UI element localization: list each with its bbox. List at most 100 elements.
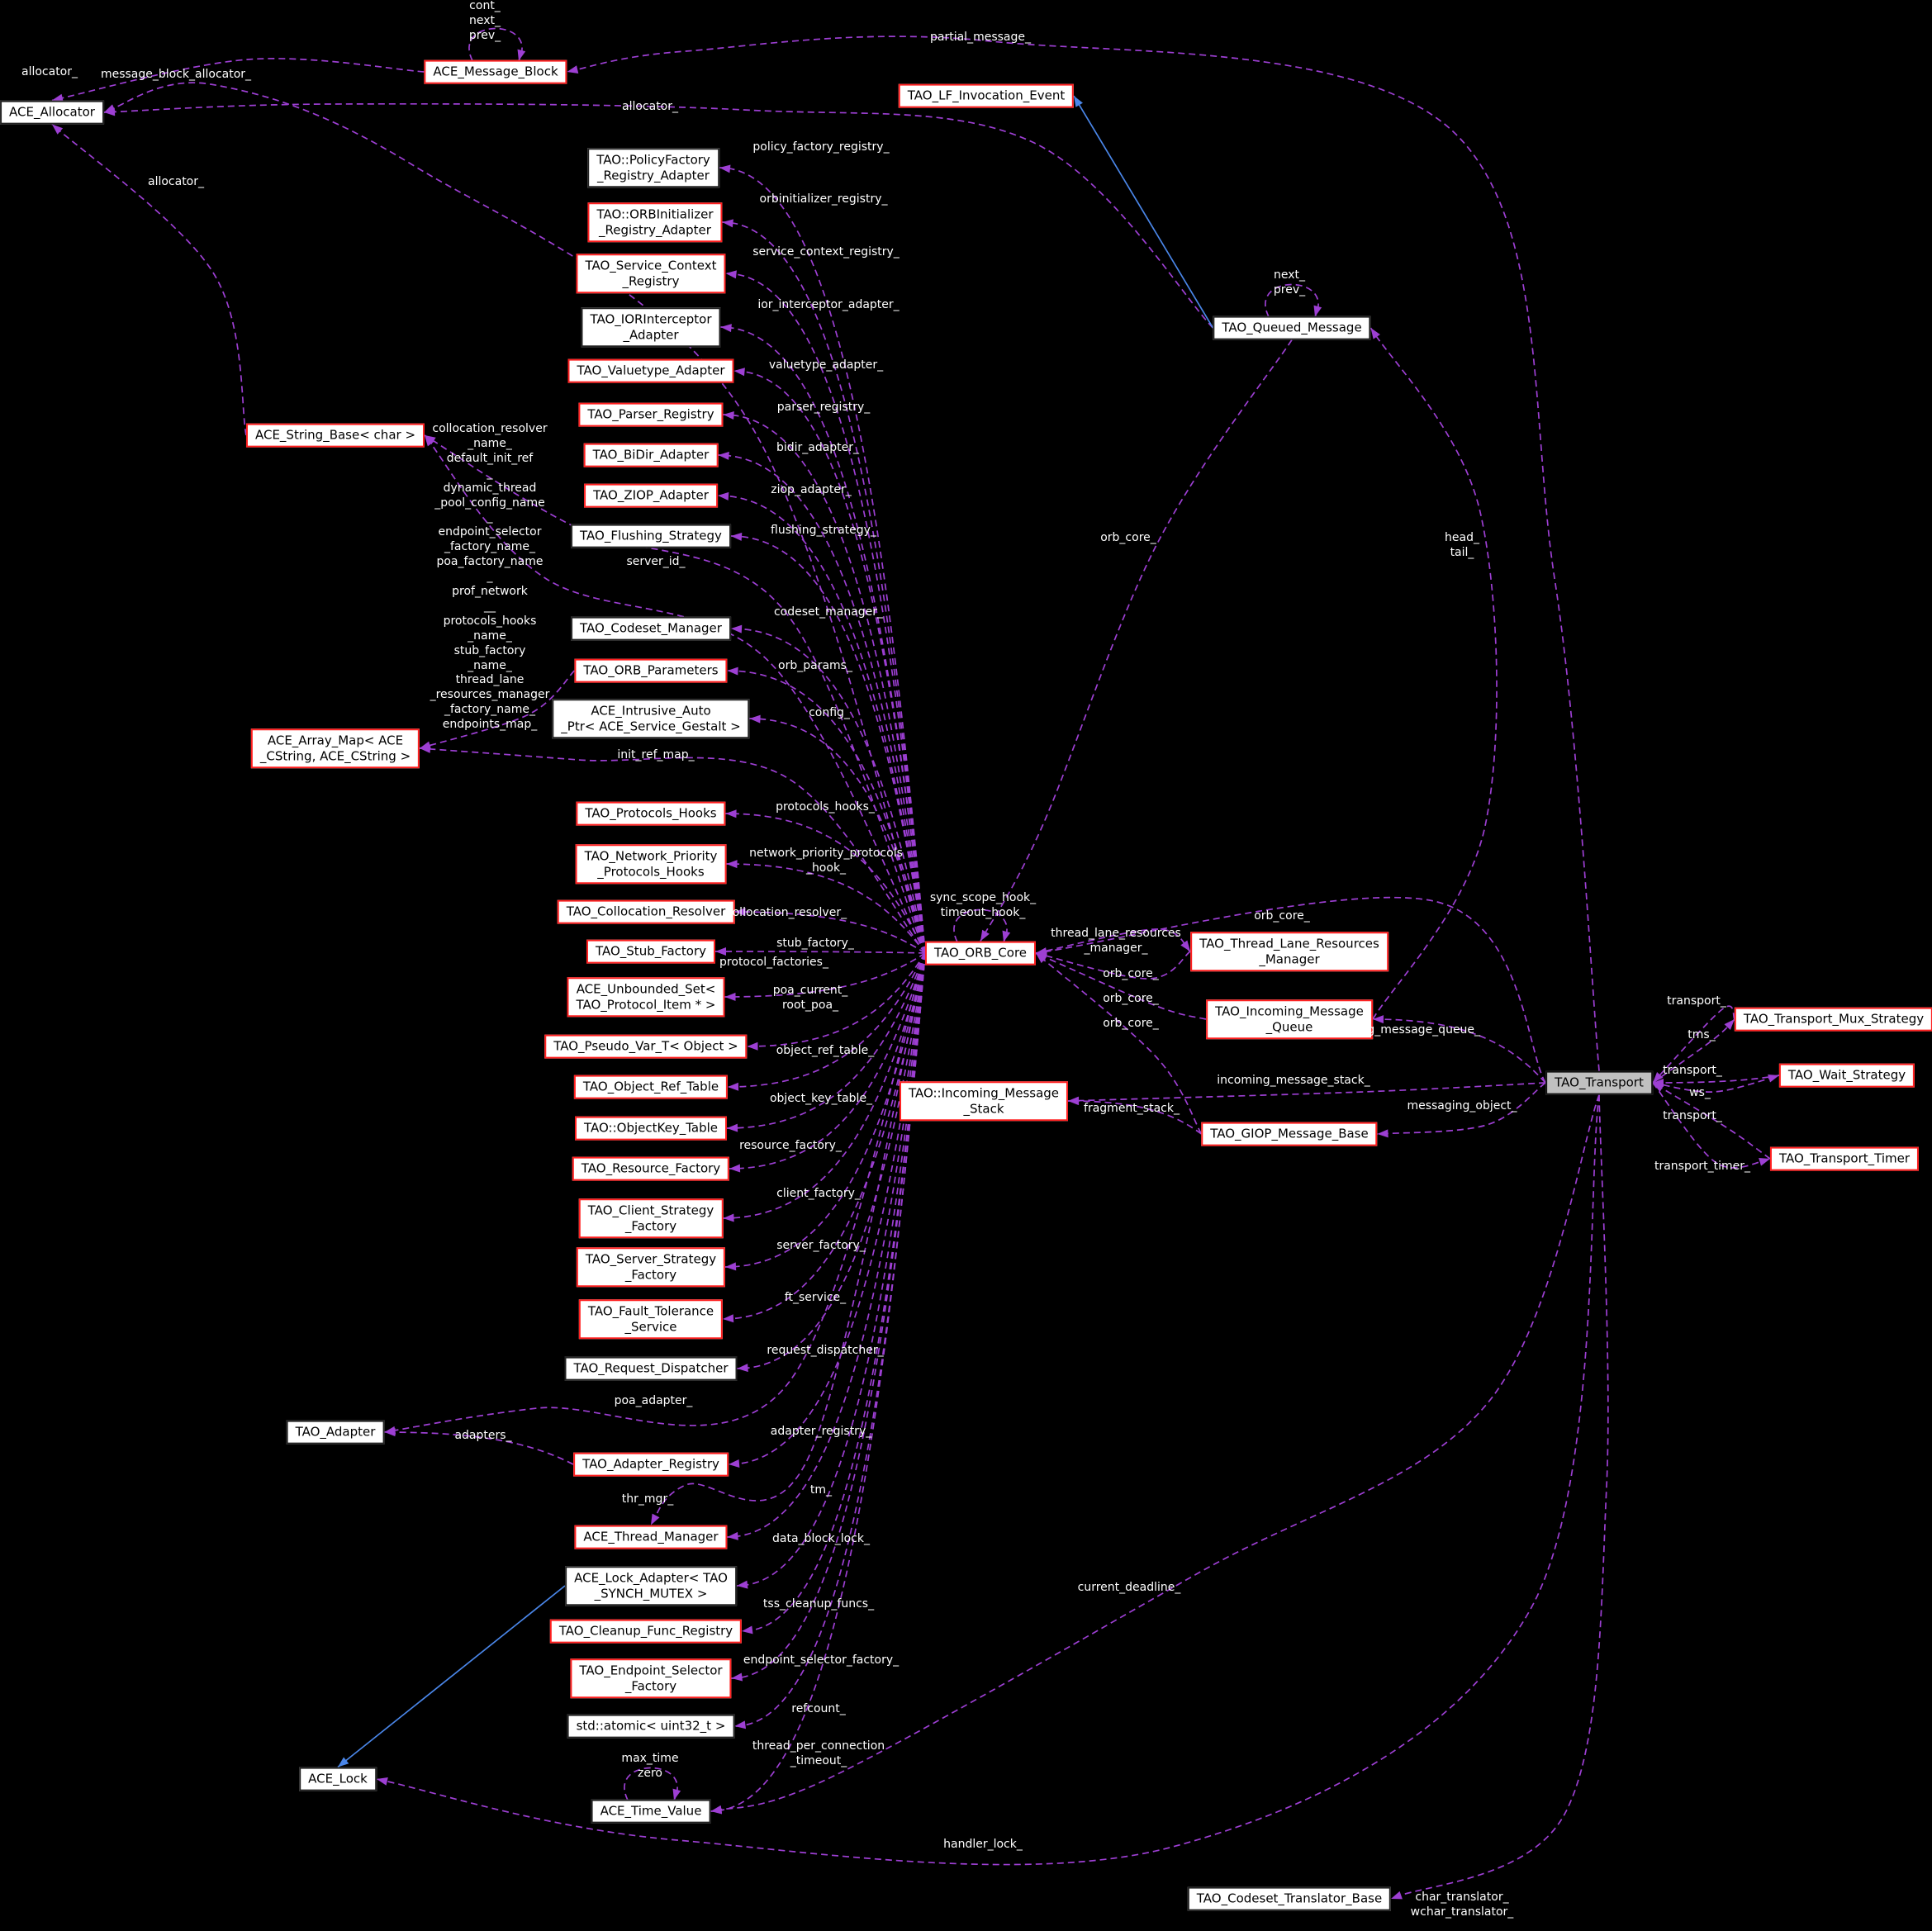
edge-orb_core_ xyxy=(1035,951,1191,980)
edge-ws_ xyxy=(1652,1075,1780,1093)
edge-label: transport_ xyxy=(1663,1109,1722,1123)
class-node-time_value[interactable]: ACE_Time_Value xyxy=(591,1799,711,1824)
class-node-thread_manager[interactable]: ACE_Thread_Manager xyxy=(574,1525,728,1549)
class-node-ace_message_block[interactable]: ACE_Message_Block xyxy=(424,59,567,84)
class-node-client_strategy[interactable]: TAO_Client_Strategy_Factory xyxy=(578,1198,724,1238)
class-node-label: TAO_Parser_Registry xyxy=(587,406,714,422)
edge-label: adapters_ xyxy=(454,1429,512,1443)
class-node-unbounded_set[interactable]: ACE_Unbounded_Set<TAO_Protocol_Item * > xyxy=(567,977,725,1017)
class-node-label: TAO_Stub_Factory xyxy=(595,943,707,959)
class-node-stub_factory[interactable]: TAO_Stub_Factory xyxy=(586,939,716,964)
edge-orb_params_ xyxy=(727,670,926,954)
edge-orb_core_ xyxy=(1035,896,1546,1084)
class-node-valuetype_adapter[interactable]: TAO_Valuetype_Adapter xyxy=(567,358,734,383)
class-node-array_map[interactable]: ACE_Array_Map< ACE_CString, ACE_CString … xyxy=(250,728,420,768)
class-node-wait_strategy[interactable]: TAO_Wait_Strategy xyxy=(1778,1063,1915,1088)
class-node-pseudo_var[interactable]: TAO_Pseudo_Var_T< Object > xyxy=(544,1034,748,1059)
class-node-label: _Registry_Adapter xyxy=(599,222,711,237)
class-node-label: TAO_GIOP_Message_Base xyxy=(1210,1126,1369,1141)
class-node-label: std::atomic< uint32_t > xyxy=(576,1718,726,1734)
edge-label: init_ref_map_ xyxy=(617,748,695,762)
edge-label: partial_message_ xyxy=(930,31,1031,45)
class-node-giop_base[interactable]: TAO_GIOP_Message_Base xyxy=(1201,1122,1378,1146)
class-node-orbinitializer[interactable]: TAO::ORBInitializer_Registry_Adapter xyxy=(587,202,723,242)
arrowhead-icon xyxy=(52,93,64,102)
class-node-tao_lf_invocation_event[interactable]: TAO_LF_Invocation_Event xyxy=(898,83,1075,108)
edge-protocol_factories_ xyxy=(724,952,926,998)
class-node-server_strategy[interactable]: TAO_Server_Strategy_Factory xyxy=(576,1247,726,1287)
class-node-transport_timer[interactable]: TAO_Transport_Timer xyxy=(1769,1146,1920,1171)
class-node-tao_adapter[interactable]: TAO_Adapter xyxy=(286,1420,385,1445)
class-node-incoming_queue[interactable]: TAO_Incoming_Message_Queue xyxy=(1206,999,1373,1039)
class-node-adapter_registry[interactable]: TAO_Adapter_Registry xyxy=(573,1452,729,1477)
class-node-protocols_hooks[interactable]: TAO_Protocols_Hooks xyxy=(576,801,726,826)
edge-allocator_ xyxy=(103,102,1214,329)
arrowhead-icon xyxy=(718,491,729,501)
class-node-orb_core[interactable]: TAO_ORB_Core xyxy=(924,941,1037,966)
edge-label: tss_cleanup_funcs_ xyxy=(762,1597,875,1611)
edge-label: bidir_adapter_ xyxy=(776,441,860,455)
arrowhead-icon xyxy=(723,1213,734,1222)
class-node-ace_lock[interactable]: ACE_Lock xyxy=(299,1767,377,1791)
arrowhead-icon xyxy=(727,1123,738,1132)
edge-thr_mgr_ xyxy=(650,952,926,1526)
class-node-transport[interactable]: TAO_Transport xyxy=(1545,1070,1653,1095)
class-node-ior_interceptor[interactable]: TAO_IORInterceptor_Adapter xyxy=(581,307,721,347)
class-node-codeset_translator[interactable]: TAO_Codeset_Translator_Base xyxy=(1187,1886,1392,1911)
edge-allocator_ xyxy=(51,123,247,436)
edge-label: client_factory_ xyxy=(776,1187,861,1201)
edge-label: orb_core_ xyxy=(1254,909,1310,923)
edge-partial_message_ xyxy=(567,36,1600,1071)
class-node-intrusive_auto_ptr[interactable]: ACE_Intrusive_Auto_Ptr< ACE_Service_Gest… xyxy=(552,699,750,738)
arrowhead-icon xyxy=(1180,940,1190,951)
class-node-thread_lane[interactable]: TAO_Thread_Lane_Resources_Manager xyxy=(1190,932,1388,971)
class-node-ziop_adapter[interactable]: TAO_ZIOP_Adapter xyxy=(584,483,718,508)
edge-label: ws_ xyxy=(1689,1086,1711,1100)
arrowhead-icon xyxy=(1370,328,1380,339)
class-node-label: TAO_ORB_Parameters xyxy=(583,662,719,678)
class-node-endpoint_selector[interactable]: TAO_Endpoint_Selector_Factory xyxy=(570,1658,732,1698)
class-node-label: _Factory xyxy=(624,1218,677,1233)
class-node-label: _Ptr< ACE_Service_Gestalt > xyxy=(561,719,741,733)
class-node-service_context[interactable]: TAO_Service_Context_Registry xyxy=(576,254,726,293)
edge-label: tm_ xyxy=(809,1483,833,1497)
class-node-incoming_stack[interactable]: TAO::Incoming_Message_Stack xyxy=(899,1081,1069,1121)
edge-label: orb_core_ xyxy=(1103,1017,1159,1031)
class-node-bidir_adapter[interactable]: TAO_BiDir_Adapter xyxy=(583,443,719,467)
edge-label: object_key_table_ xyxy=(769,1092,873,1106)
class-node-flushing_strategy[interactable]: TAO_Flushing_Strategy xyxy=(571,524,731,548)
arrowhead-icon xyxy=(749,714,761,724)
edge-label: allocator_ xyxy=(147,175,205,189)
member-names-label: collocation_resolver _name_ default_init… xyxy=(430,421,550,717)
class-node-label: TAO_Incoming_Message xyxy=(1215,1003,1364,1019)
class-node-mux_strategy[interactable]: TAO_Transport_Mux_Strategy xyxy=(1734,1007,1932,1032)
arrowhead-icon xyxy=(715,947,727,956)
class-node-atomic[interactable]: std::atomic< uint32_t > xyxy=(567,1714,735,1739)
class-node-parser_registry[interactable]: TAO_Parser_Registry xyxy=(578,402,724,427)
edge-orbinitializer_registry_ xyxy=(722,221,926,954)
class-node-request_dispatcher[interactable]: TAO_Request_Dispatcher xyxy=(564,1356,738,1381)
class-node-collocation_resolver[interactable]: TAO_Collocation_Resolver xyxy=(557,899,735,924)
class-node-policy_factory[interactable]: TAO::PolicyFactory_Registry_Adapter xyxy=(587,148,719,187)
edge-transport_timer_ xyxy=(1652,1082,1771,1169)
class-node-ace_allocator[interactable]: ACE_Allocator xyxy=(0,100,104,125)
class-node-network_priority[interactable]: TAO_Network_Priority_Protocols_Hooks xyxy=(575,844,727,884)
class-node-cleanup_func[interactable]: TAO_Cleanup_Func_Registry xyxy=(549,1619,743,1644)
class-node-label: _Factory xyxy=(624,1678,677,1693)
class-node-queued_message[interactable]: TAO_Queued_Message xyxy=(1213,316,1371,340)
class-node-orb_parameters[interactable]: TAO_ORB_Parameters xyxy=(574,658,728,683)
class-node-lock_adapter[interactable]: ACE_Lock_Adapter< TAO_SYNCH_MUTEX > xyxy=(565,1566,737,1606)
class-node-label: TAO_Adapter_Registry xyxy=(582,1456,719,1472)
edge-max_time xyxy=(624,1767,678,1801)
class-node-object_ref_table[interactable]: TAO_Object_Ref_Table xyxy=(573,1075,729,1099)
edge-incoming_message_stack_ xyxy=(1067,1082,1546,1102)
class-node-codeset_manager[interactable]: TAO_Codeset_Manager xyxy=(571,616,731,641)
class-node-ace_string_base[interactable]: ACE_String_Base< char > xyxy=(245,423,425,448)
class-node-label: TAO_Codeset_Translator_Base xyxy=(1196,1891,1383,1906)
edge-label: allocator_ xyxy=(621,100,679,114)
arrowhead-icon xyxy=(1068,1097,1080,1106)
class-node-resource_factory[interactable]: TAO_Resource_Factory xyxy=(572,1156,730,1181)
arrowhead-icon xyxy=(425,435,434,447)
class-node-objectkey_table[interactable]: TAO::ObjectKey_Table xyxy=(575,1116,727,1141)
class-node-fault_tolerance[interactable]: TAO_Fault_Tolerance_Service xyxy=(578,1299,724,1339)
